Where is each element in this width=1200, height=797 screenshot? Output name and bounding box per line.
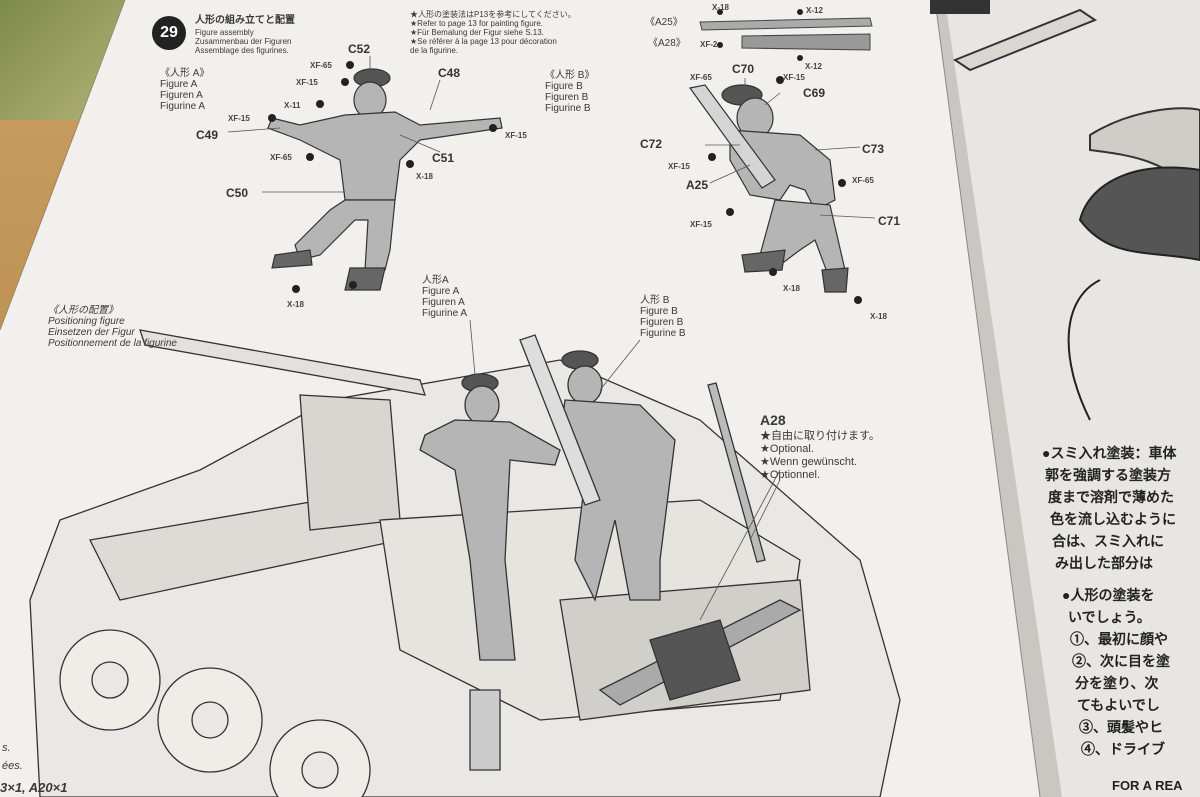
part-c48: C48 [438,66,461,80]
a25-label: 《A25》 [645,17,683,28]
position-figure-b-label: 人形 B Figure B Figuren B Figurine B [640,295,686,339]
right-text-6: み出した部分は [1055,555,1153,571]
a28-paint-2: X-12 [805,62,822,71]
figure-b-header: 《人形 B》 Figure B Figuren B Figurine B [545,70,595,114]
a28-note-lines: ★自由に取り付けます。 ★Optional. ★Wenn gewünscht. … [760,430,880,481]
part-c72: C72 [640,137,663,151]
paint-b-7: X-18 [870,312,887,321]
part-c49: C49 [196,128,219,142]
paint-a-6: X-18 [416,172,433,181]
paint-b-2: XF-15 [783,73,805,82]
paint-b-4: XF-65 [852,176,874,185]
right-text-1: ●スミ入れ塗装：車体 [1042,445,1177,461]
painting-note: ★人形の塗装法はP13を参考にしてください。 ★Refer to page 13… [410,10,576,55]
a28-paint-1: XF-2 [700,40,718,49]
part-c70: C70 [732,62,755,76]
a28-note-title: A28 [760,412,786,428]
paint-b-6: X-18 [783,284,800,293]
right-footer: FOR A REA [1112,778,1183,793]
paint-a-7: XF-15 [505,131,527,140]
right-text-5: 合は、スミ入れに [1052,533,1164,549]
paint-a-4: XF-15 [228,114,250,123]
fragment-3: 3×1, A20×1 [0,780,68,795]
right-text-10: ②、次に目を塗 [1072,653,1170,669]
right-page-illustration [930,0,1200,421]
paint-b-1: XF-65 [690,73,712,82]
leader-lines [227,56,876,621]
paint-a-8: X-18 [287,300,304,309]
step-titles: Figure assembly Zusammenbau der Figuren … [195,28,292,55]
step-number-badge: 29 [152,16,186,50]
positioning-header: 《人形の配置》 Positioning figure Einsetzen der… [48,305,177,349]
part-c73: C73 [862,142,885,156]
part-c69: C69 [803,86,826,100]
a25-paint-2: X-12 [806,6,823,15]
fragment-2: ées. [2,760,23,772]
part-c51: C51 [432,151,455,165]
paint-markers [268,9,862,304]
right-text-11: 分を塗り、次 [1075,675,1159,691]
a25-paint-1: X-18 [712,3,729,12]
figure-a-illustration [267,68,503,291]
right-text-12: てもよいでし [1077,697,1160,713]
right-text-14: ④、ドライブ [1081,741,1165,757]
fragment-1: s. [2,742,11,754]
right-text-9: ①、最初に顔や [1070,631,1168,647]
tank-illustration [29,329,901,797]
right-text-7: ●人形の塗装を [1062,587,1155,603]
right-text-2: 郭を強調する塗装方 [1045,467,1171,483]
right-text-3: 度まで溶剤で薄めた [1048,489,1174,505]
paint-a-5: XF-65 [270,153,292,162]
step-title-jp: 人形の組み立てと配置 [195,15,295,26]
right-text-4: 色を流し込むように [1050,511,1176,527]
figure-a-header: 《人形 A》 Figure A Figuren A Figurine A [160,68,210,112]
part-a25: A25 [686,178,709,192]
antenna-illustrations [699,17,873,51]
paint-a-2: XF-15 [296,78,318,87]
position-figure-a-label: 人形A Figure A Figuren A Figurine A [422,275,468,319]
a28-label: 《A28》 [648,38,686,49]
part-c52: C52 [348,42,371,56]
right-text-13: ③、頭髪やヒ [1079,719,1163,735]
paint-b-3: XF-15 [668,162,690,171]
paint-a-1: XF-65 [310,61,332,70]
part-c71: C71 [878,214,901,228]
paint-a-3: X-11 [284,101,301,110]
paint-b-5: XF-15 [690,220,712,229]
part-c50: C50 [226,186,249,200]
right-text-8: いでしょう。 [1068,609,1151,625]
figure-b-illustration [688,84,849,293]
